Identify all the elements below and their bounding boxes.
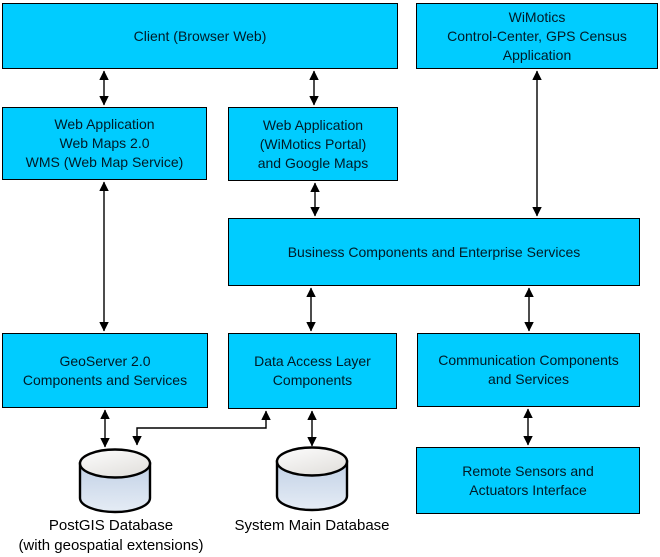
node-label: Communication Components — [438, 352, 619, 368]
node-label: Web Maps 2.0 — [59, 135, 150, 151]
node-client-browser-web: Client (Browser Web) — [2, 3, 398, 69]
node-label: Web Application — [54, 116, 155, 132]
node-label: Control-Center, GPS Census — [447, 27, 627, 44]
node-data-access-layer: Data Access Layer Components — [228, 333, 397, 409]
arrow-dataaccess-postgis-elbow — [132, 410, 271, 446]
db-label-line: System Main Database — [234, 517, 390, 534]
node-label: and Google Maps — [257, 154, 369, 171]
node-geoserver: GeoServer 2.0 Components and Services — [2, 333, 208, 408]
node-remote-sensors: Remote Sensors and Actuators Interface — [416, 447, 640, 514]
node-label: WiMotics — [508, 8, 566, 25]
node-label: Web Application — [262, 116, 364, 133]
system-main-database-label: System Main Database — [222, 516, 402, 536]
node-label: Application — [502, 46, 572, 63]
node-label: Components and Services — [22, 371, 188, 388]
db-label-line: PostGIS Database — [48, 517, 174, 534]
node-label: and Services — [488, 371, 569, 387]
postgis-database-label: PostGIS Database (with geospatial extens… — [0, 516, 222, 555]
node-label: Remote Sensors and — [462, 462, 594, 479]
postgis-database-cylinder-icon — [78, 448, 152, 514]
node-label: (WiMotics Portal) — [259, 135, 367, 152]
node-wimotics-control-center: WiMotics Control-Center, GPS Census Appl… — [416, 3, 658, 69]
node-communication-components: Communication Components and Services — [417, 333, 640, 407]
node-label: Data Access Layer — [254, 353, 371, 369]
node-web-application-wms: Web Application Web Maps 2.0 WMS (Web Ma… — [2, 107, 207, 180]
node-business-components: Business Components and Enterprise Servi… — [228, 218, 640, 286]
node-label: Business Components and Enterprise Servi… — [287, 243, 581, 260]
node-label: Actuators Interface — [469, 481, 587, 498]
node-label: Client (Browser Web) — [133, 27, 267, 44]
db-label-line: (with geospatial extensions) — [18, 536, 204, 554]
node-web-application-wimotics-portal: Web Application (WiMotics Portal) and Go… — [228, 107, 398, 181]
node-label: WMS (Web Map Service) — [25, 154, 184, 170]
node-label: Components — [272, 372, 353, 388]
node-label: GeoServer 2.0 — [59, 352, 151, 369]
system-main-database-cylinder-icon — [275, 446, 349, 512]
